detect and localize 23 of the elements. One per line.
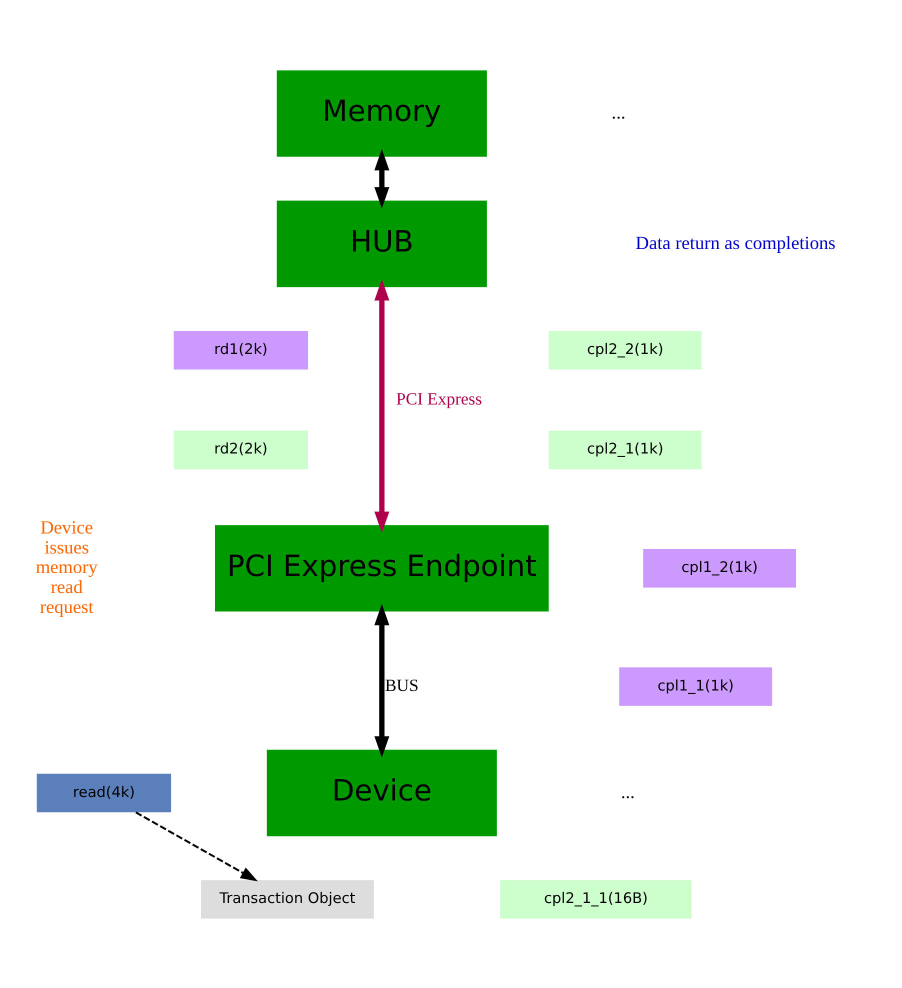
node-box: HUB	[276, 200, 487, 287]
node-box: rd1(2k)	[174, 330, 308, 369]
label: Device issues memory read request	[36, 516, 98, 618]
node-box: cpl1_2(1k)	[643, 548, 796, 588]
arrow	[135, 811, 258, 881]
label: ...	[612, 102, 626, 123]
node-box: read(4k)	[36, 773, 172, 812]
arrow	[374, 148, 390, 208]
label: ...	[620, 781, 635, 802]
node-box: cpl2_2(1k)	[548, 330, 702, 369]
edge-label: PCI Express	[396, 389, 482, 408]
node-box: rd2(2k)	[174, 430, 308, 469]
node-box: cpl2_1_1(16B)	[500, 880, 692, 918]
node-box: PCI Express Endpoint	[214, 524, 549, 612]
node-box: Device	[266, 749, 497, 836]
label: Data return as completions	[636, 232, 836, 254]
arrow	[374, 603, 390, 758]
node-box: Transaction Object	[201, 880, 374, 918]
node-box: cpl2_1(1k)	[548, 430, 702, 469]
node-box: Memory	[276, 70, 487, 156]
arrow	[374, 278, 390, 532]
edge-label: BUS	[385, 676, 419, 695]
node-box: cpl1_1(1k)	[619, 666, 772, 706]
